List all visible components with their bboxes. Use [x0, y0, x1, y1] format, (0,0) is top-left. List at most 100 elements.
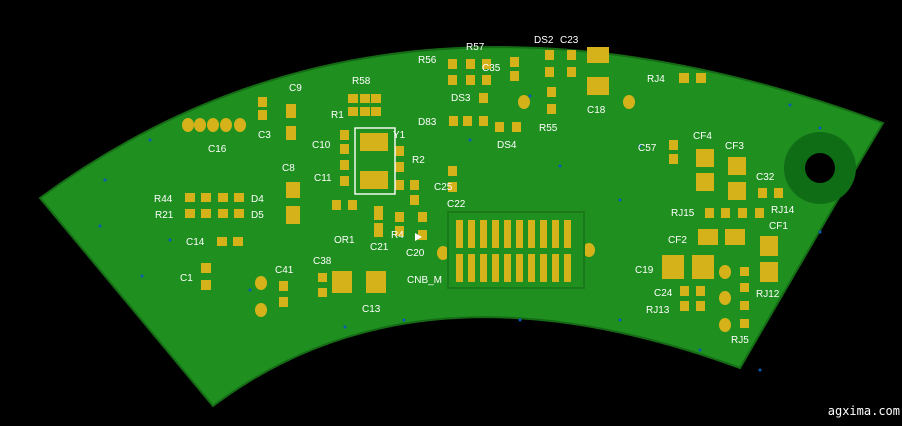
- round-pad: [583, 243, 595, 257]
- component-pad: [448, 166, 457, 176]
- component-pad: [348, 94, 358, 103]
- connector-finger: [540, 254, 547, 282]
- designator-label: RJ14: [771, 205, 795, 216]
- component-pad: [201, 209, 211, 218]
- component-pad: [448, 75, 457, 85]
- component-pad: [318, 288, 327, 297]
- designator-label: C23: [560, 35, 579, 46]
- component-pad: [395, 212, 404, 222]
- mounting-hole: [784, 132, 856, 204]
- designator-label: R56: [418, 55, 437, 66]
- component-pad: [738, 208, 747, 218]
- via-dot: [402, 318, 406, 322]
- component-pad: [371, 107, 381, 116]
- component-pad: [360, 94, 370, 103]
- via-dot: [758, 368, 762, 372]
- designator-label: RJ12: [756, 289, 780, 300]
- component-pad: [669, 140, 678, 150]
- component-pad: [512, 122, 521, 132]
- component-pad: [448, 59, 457, 69]
- component-pad: [705, 208, 714, 218]
- connector-finger: [456, 220, 463, 248]
- round-pad: [182, 118, 194, 132]
- designator-label: C41: [275, 265, 294, 276]
- component-pad: [466, 75, 475, 85]
- connector-finger: [468, 220, 475, 248]
- connector-finger: [552, 220, 559, 248]
- designator-label: CF3: [725, 141, 744, 152]
- component-pad: [185, 193, 195, 202]
- component-pad: [201, 280, 211, 290]
- designator-label: CF4: [693, 131, 712, 142]
- round-pad: [719, 265, 731, 279]
- via-dot: [618, 198, 622, 202]
- component-pad: [679, 73, 689, 83]
- component-pad: [360, 133, 388, 151]
- component-pad: [740, 283, 749, 292]
- designator-label: C1: [180, 273, 193, 284]
- via-dot: [343, 325, 347, 329]
- designator-label: RJ13: [646, 305, 670, 316]
- component-pad: [286, 104, 296, 118]
- component-pad: [279, 297, 288, 307]
- component-pad: [332, 200, 341, 210]
- component-pad: [698, 229, 718, 245]
- component-pad: [510, 71, 519, 81]
- designator-label: C35: [482, 63, 501, 74]
- designator-label: RJ5: [731, 335, 749, 346]
- component-pad: [201, 193, 211, 202]
- via-dot: [638, 144, 642, 148]
- component-pad: [449, 116, 458, 126]
- connector-finger: [528, 220, 535, 248]
- component-pad: [728, 157, 746, 175]
- designator-label: R21: [155, 210, 174, 221]
- component-pad: [374, 206, 383, 220]
- designator-label: RJ15: [671, 208, 695, 219]
- component-pad: [740, 319, 749, 328]
- component-pad: [479, 116, 488, 126]
- component-pad: [545, 67, 554, 77]
- component-pad: [185, 209, 195, 218]
- component-pad: [233, 237, 243, 246]
- component-pad: [482, 59, 491, 69]
- component-pad: [279, 281, 288, 291]
- connector-finger: [516, 254, 523, 282]
- designator-label: DS2: [534, 35, 554, 46]
- designator-label: C13: [362, 304, 381, 315]
- designator-label: C16: [208, 144, 227, 155]
- component-pad: [448, 182, 457, 192]
- watermark-text: agxima.com: [827, 404, 900, 418]
- via-dot: [148, 138, 152, 142]
- component-pad: [466, 59, 475, 69]
- component-pad: [234, 209, 244, 218]
- component-pad: [696, 301, 705, 311]
- pad-group: [182, 47, 783, 332]
- component-pad: [217, 237, 227, 246]
- connector-finger: [540, 220, 547, 248]
- component-pad: [547, 87, 556, 97]
- designator-label: R55: [539, 123, 558, 134]
- crystal-outline: [354, 127, 396, 195]
- via-dot: [468, 138, 472, 142]
- designator-label: C57: [638, 143, 657, 154]
- component-pad: [371, 94, 381, 103]
- designator-label: C22: [447, 199, 466, 210]
- component-pad: [395, 180, 404, 190]
- designator-label: R57: [466, 42, 485, 53]
- designator-label: OR1: [334, 235, 355, 246]
- component-pad: [696, 173, 714, 191]
- component-pad: [286, 206, 300, 224]
- via-dot: [698, 348, 702, 352]
- component-pad: [567, 67, 576, 77]
- via-dot: [618, 318, 622, 322]
- component-pad: [669, 154, 678, 164]
- connector-finger: [552, 254, 559, 282]
- component-pad: [482, 75, 491, 85]
- component-pad: [340, 144, 349, 154]
- component-pad: [545, 50, 554, 60]
- component-pad: [696, 286, 705, 296]
- component-pad: [340, 160, 349, 170]
- connector-finger: [480, 254, 487, 282]
- component-pad: [692, 255, 714, 279]
- round-pad: [623, 95, 635, 109]
